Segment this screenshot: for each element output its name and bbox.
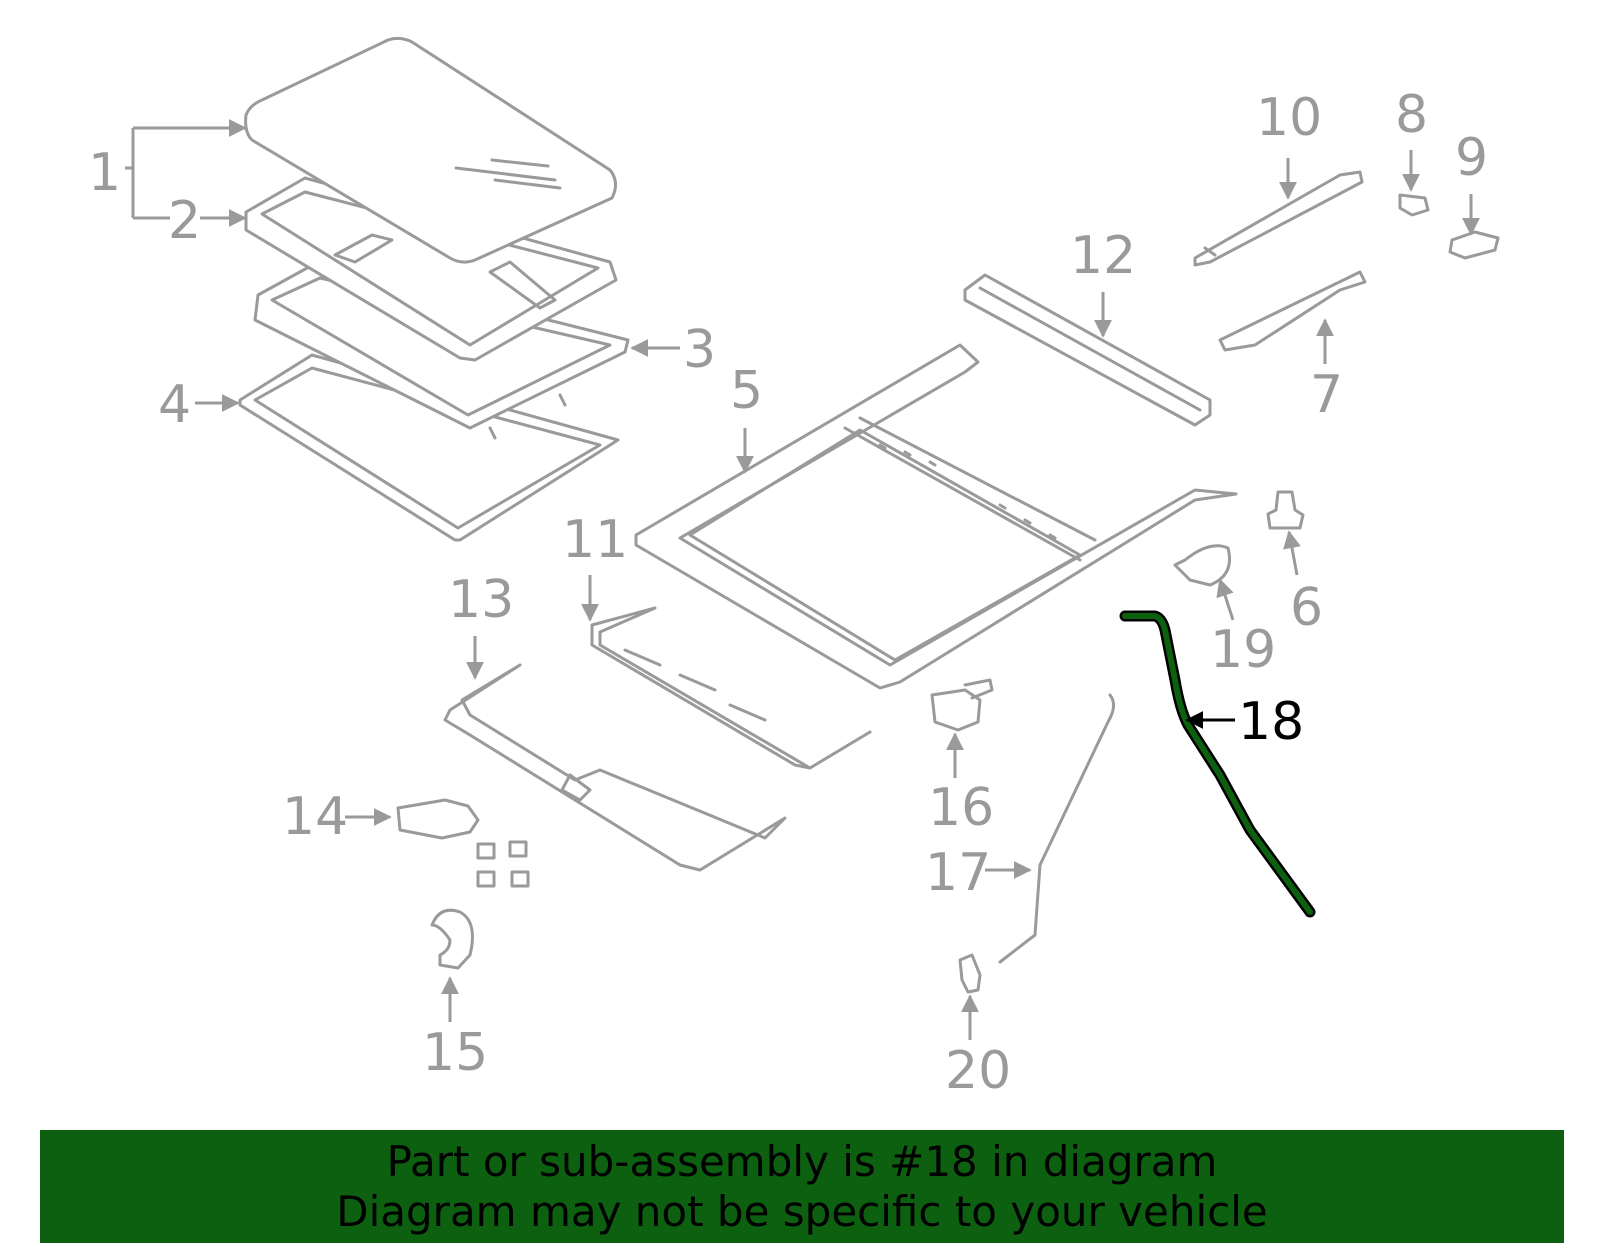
- callout-9: 9: [1455, 128, 1488, 188]
- part-20-clip: [958, 953, 982, 994]
- callout-3: 3: [683, 320, 716, 380]
- part-10-link-arm: [1193, 170, 1364, 267]
- part-7-side-rail: [1218, 270, 1367, 352]
- part-4-seal-frame: [238, 353, 620, 542]
- callout-1: 1: [88, 143, 121, 203]
- part-12-guide-rail: [963, 273, 1212, 427]
- callout-10: 10: [1256, 88, 1322, 148]
- part-5-sunroof-frame: [634, 343, 1238, 690]
- callout-20: 20: [945, 1041, 1011, 1101]
- part-14-motor: [396, 798, 530, 888]
- part-11-deflector: [590, 606, 872, 770]
- part-16-relay: [930, 678, 994, 732]
- callout-6: 6: [1290, 578, 1323, 638]
- part-2-glass-frame: [244, 176, 618, 362]
- parts-diagram: 1 2 3 4 5 6 7 8 9 10 11 12 13 14 15 16 1…: [88, 36, 1500, 1101]
- callout-12: 12: [1070, 226, 1136, 286]
- callout-7: 7: [1310, 365, 1343, 425]
- banner-line-2: Diagram may not be specific to your vehi…: [336, 1186, 1268, 1236]
- part-info-banner: Part or sub-assembly is #18 in diagram D…: [40, 1130, 1564, 1243]
- part-19-drain-clip: [1173, 544, 1231, 587]
- callout-5: 5: [730, 361, 763, 421]
- banner-line-1: Part or sub-assembly is #18 in diagram: [386, 1136, 1218, 1186]
- callout-17: 17: [925, 843, 991, 903]
- callout-2: 2: [168, 191, 201, 251]
- callout-14: 14: [282, 787, 348, 847]
- callout-4: 4: [158, 375, 191, 435]
- callout-11: 11: [562, 510, 628, 570]
- callout-13: 13: [448, 570, 514, 630]
- part-13-drive-cable-assembly: [443, 663, 787, 872]
- part-8-clip: [1398, 193, 1430, 217]
- part-6-bolt: [1266, 490, 1305, 530]
- callout-16: 16: [928, 778, 994, 838]
- part-15-harness: [430, 908, 474, 970]
- callout-19: 19: [1210, 620, 1276, 680]
- part-9-bracket: [1448, 230, 1500, 260]
- callout-18: 18: [1238, 692, 1304, 752]
- callout-8: 8: [1395, 85, 1428, 145]
- part-17-drain-hose: [998, 693, 1115, 964]
- callout-15: 15: [422, 1023, 488, 1083]
